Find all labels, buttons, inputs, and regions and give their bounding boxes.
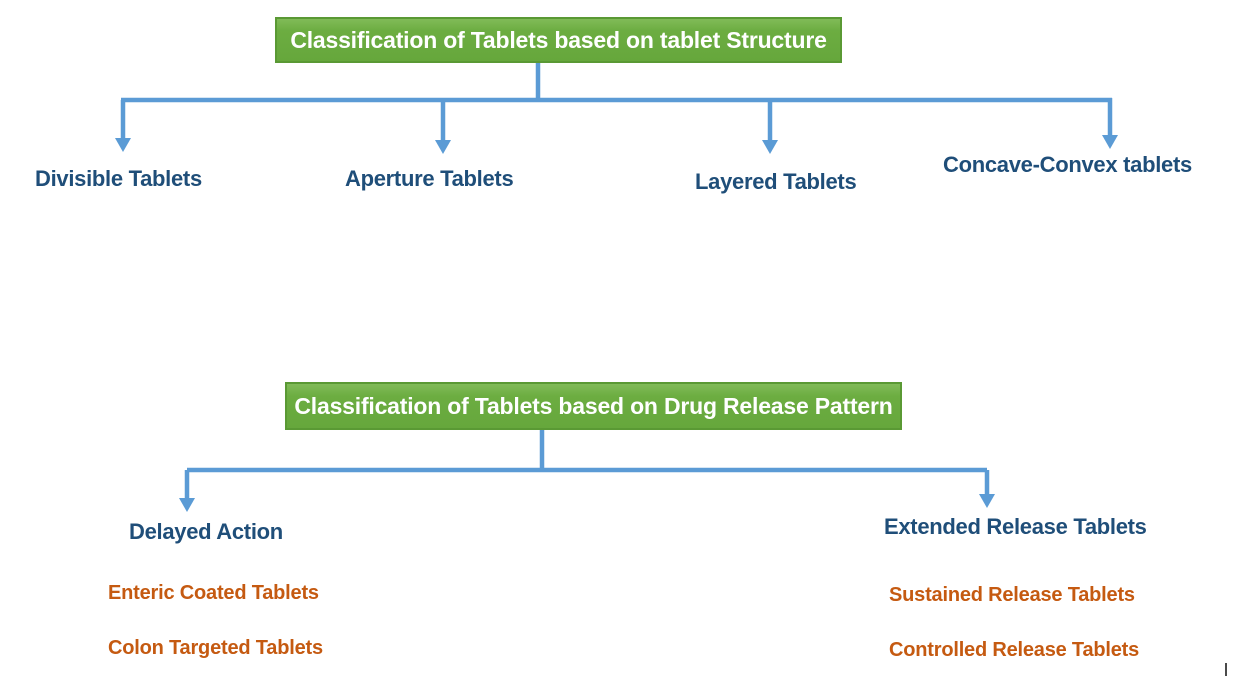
release-section-header: Classification of Tablets based on Drug … <box>285 382 902 430</box>
sub-item-colon-targeted-tablets: Colon Targeted Tablets <box>108 637 323 659</box>
structure-tree-lines <box>120 62 1113 141</box>
branch-delayed-action: Delayed Action <box>129 519 283 544</box>
text-cursor-artifact <box>1225 663 1227 676</box>
branch-concave-convex-tablets: Concave-Convex tablets <box>943 152 1192 177</box>
structure-section-header: Classification of Tablets based on table… <box>275 17 842 63</box>
release-tree-lines <box>184 430 990 499</box>
release-tree-arrowheads <box>179 494 995 512</box>
branch-aperture-tablets: Aperture Tablets <box>345 166 514 191</box>
sub-item-sustained-release-tablets: Sustained Release Tablets <box>889 584 1135 606</box>
branch-layered-tablets: Layered Tablets <box>695 169 857 194</box>
sub-item-enteric-coated-tablets: Enteric Coated Tablets <box>108 582 319 604</box>
sub-item-controlled-release-tablets: Controlled Release Tablets <box>889 639 1140 661</box>
branch-extended-release-tablets: Extended Release Tablets <box>884 514 1147 539</box>
branch-divisible-tablets: Divisible Tablets <box>35 166 202 191</box>
